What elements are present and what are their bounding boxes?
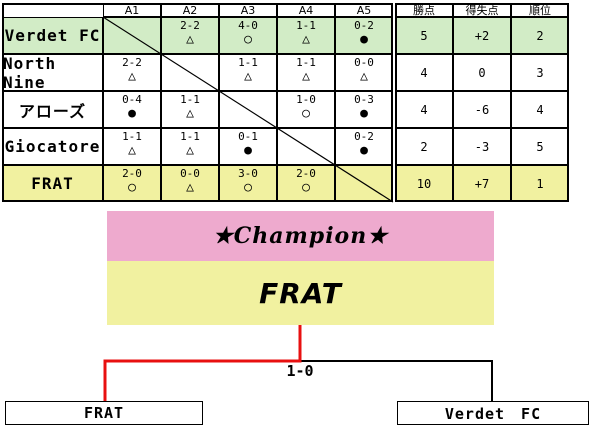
champion-banner: ★Champion★ — [107, 211, 494, 261]
stat-points: 10 — [395, 165, 453, 202]
stat-goal-diff: 0 — [453, 54, 511, 91]
stat-rank: 2 — [511, 17, 569, 54]
stat-rank: 4 — [511, 91, 569, 128]
team-name: Verdet FC — [2, 17, 103, 54]
team-name: North Nine — [2, 54, 103, 92]
final-team-verdet-label: Verdet FC — [444, 404, 542, 423]
stat-goal-diff: +2 — [453, 17, 511, 54]
stat-header-1: 得失点 — [453, 3, 511, 17]
champion-team-name: FRAT — [259, 276, 342, 310]
stat-points: 4 — [395, 54, 453, 91]
team-name: Giocatore — [2, 128, 103, 165]
stat-points: 4 — [395, 91, 453, 128]
team-name: アローズ — [2, 91, 103, 128]
bracket-line-verdet — [300, 360, 493, 401]
final-team-verdet: Verdet FC — [397, 401, 589, 425]
stat-rank: 5 — [511, 128, 569, 165]
stat-goal-diff: -3 — [453, 128, 511, 165]
final-team-frat: FRAT — [5, 401, 203, 425]
stat-goal-diff: +7 — [453, 165, 511, 202]
final-team-frat-label: FRAT — [83, 404, 125, 422]
stat-points: 2 — [395, 128, 453, 165]
stat-goal-diff: -6 — [453, 91, 511, 128]
champion-team-panel: FRAT — [107, 261, 494, 325]
bracket-line-frat — [103, 325, 302, 401]
final-score: 1-0 — [286, 362, 314, 380]
champion-label: ★Champion★ — [213, 223, 388, 249]
